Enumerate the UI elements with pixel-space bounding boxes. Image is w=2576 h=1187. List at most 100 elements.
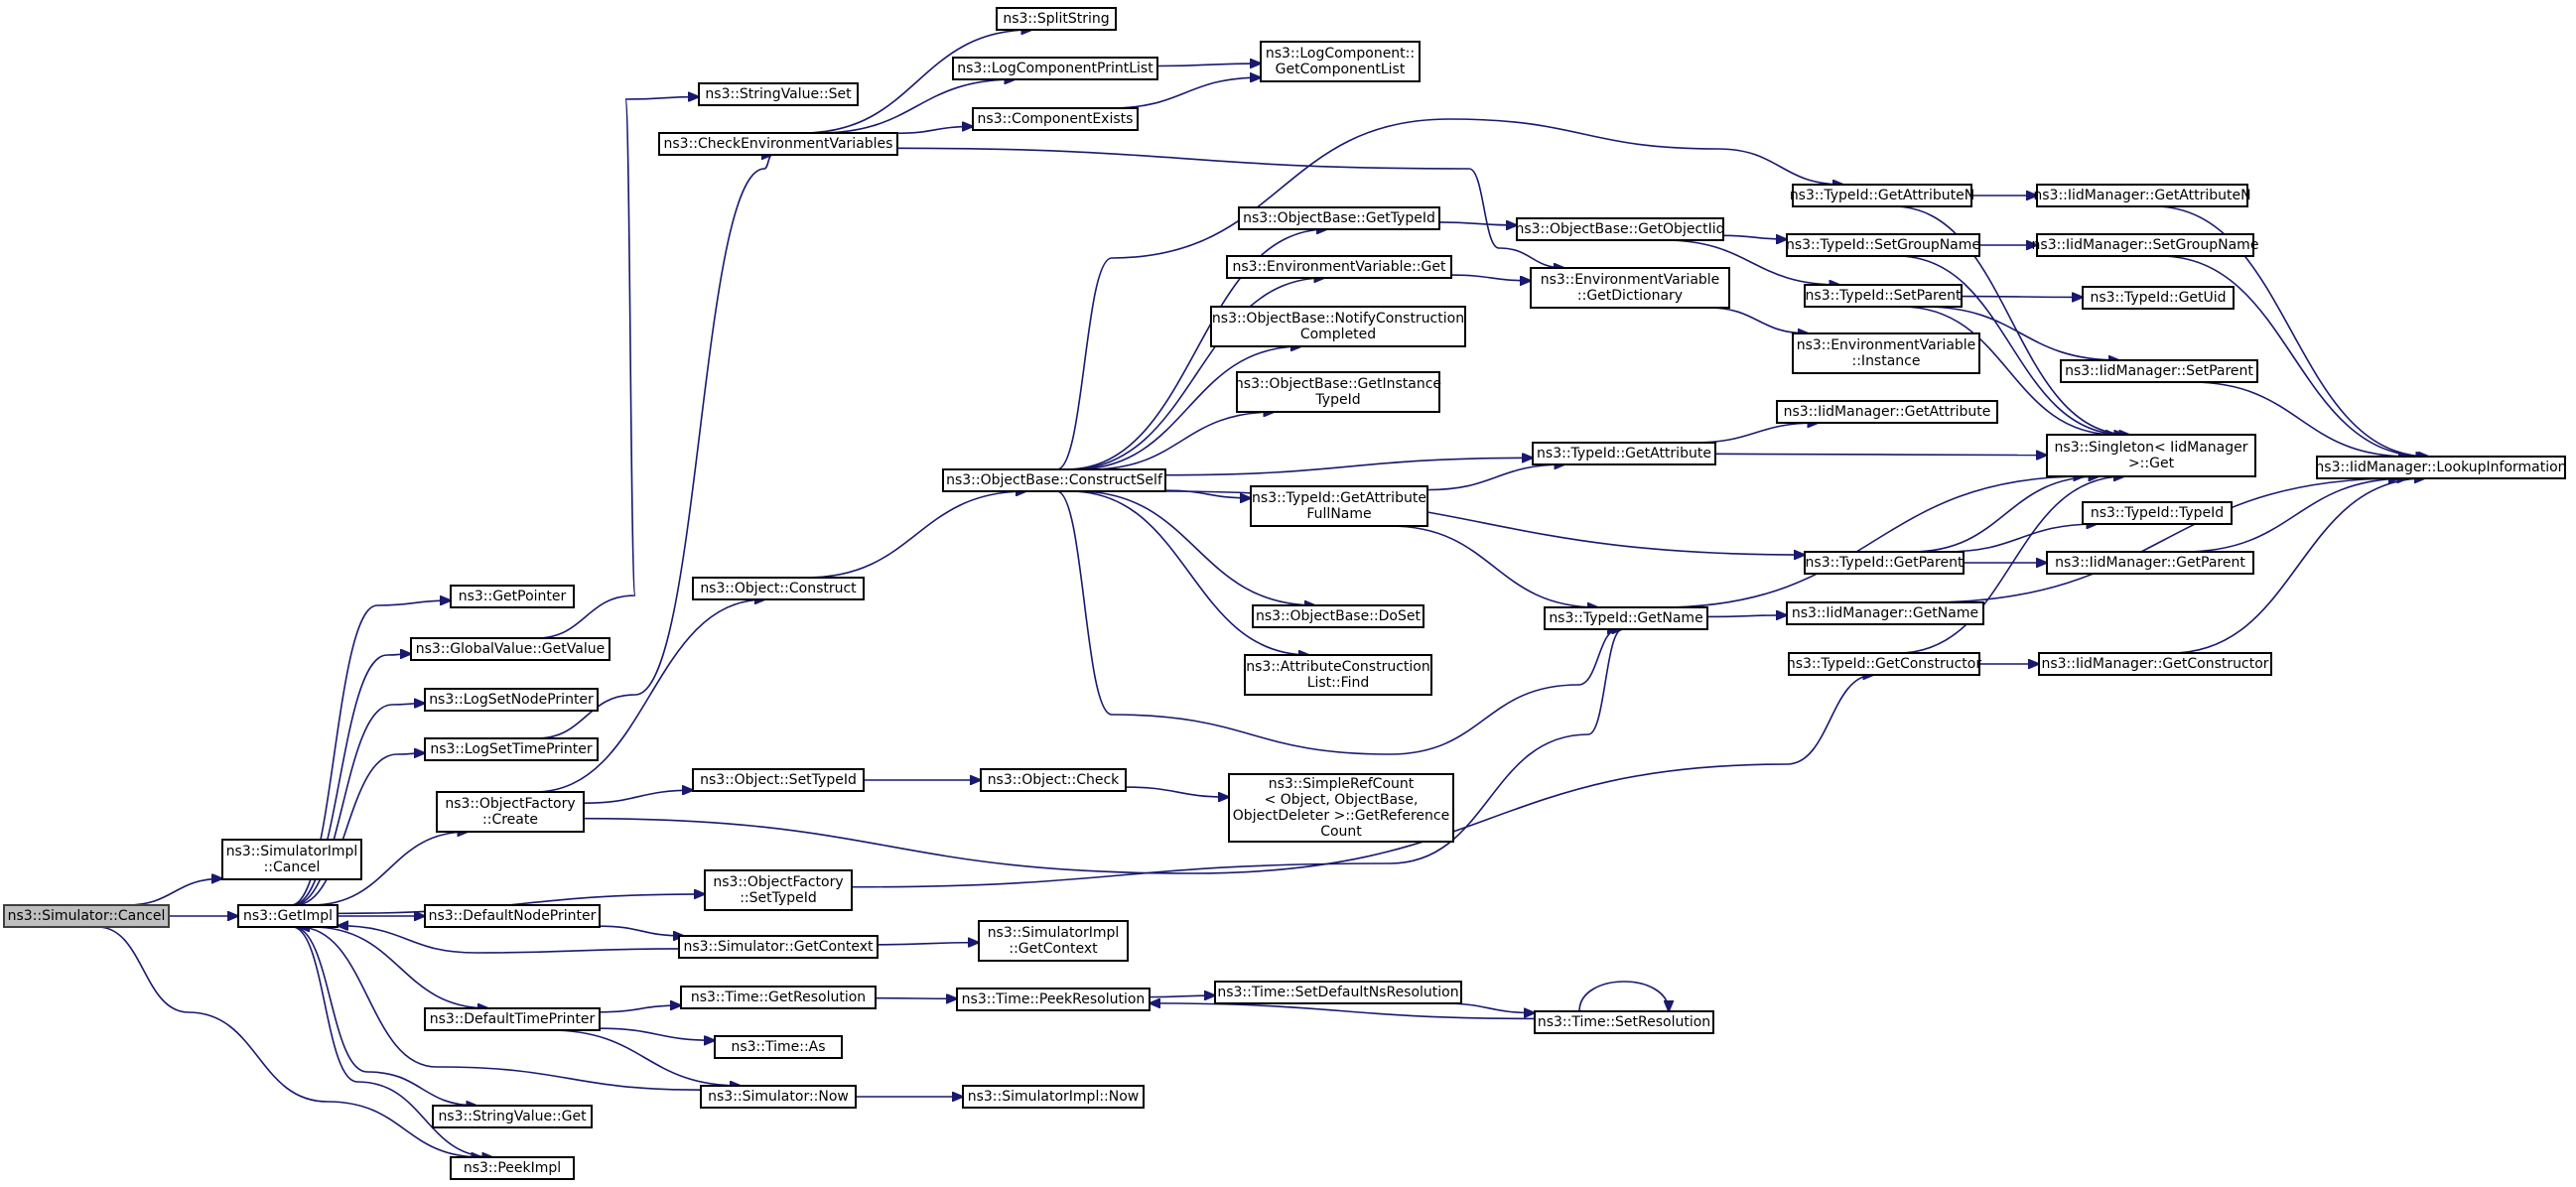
node-simulator-getcontext[interactable]: ns3::Simulator::GetContext: [678, 935, 879, 959]
node-box: [1804, 284, 1963, 308]
edge-checkenvironmentvariables-to-environmentvariable-getdictionary: [896, 147, 1564, 268]
node-simulatorimpl-cancel[interactable]: ns3::SimulatorImpl::Cancel: [221, 839, 362, 880]
node-componentexists[interactable]: ns3::ComponentExists: [972, 107, 1139, 131]
node-stringvalue-set[interactable]: ns3::StringValue::Set: [698, 82, 859, 106]
node-label: ns3::Time::GetResolution: [691, 989, 866, 1005]
node-peekimpl[interactable]: ns3::PeekImpl: [450, 1156, 575, 1180]
node-time-setresolution[interactable]: ns3::Time::SetResolution: [1534, 1010, 1714, 1034]
node-objectbase-doset[interactable]: ns3::ObjectBase::DoSet: [1252, 604, 1424, 628]
edge-time-setdefaultnsresolution-to-time-setresolution: [1442, 1002, 1535, 1013]
node-label: ns3::DefaultNodePrinter: [429, 908, 597, 924]
node-label: >::Get: [2128, 456, 2175, 471]
edge-objectbase-constructself-to-typeid-getattributen: [1056, 118, 1843, 470]
node-label: ns3::TypeId::GetUid: [2090, 290, 2226, 306]
node-objectbase-notifyconstructioncompleted[interactable]: ns3::ObjectBase::NotifyConstructionCompl…: [1210, 306, 1466, 347]
node-object-construct[interactable]: ns3::Object::Construct: [692, 577, 865, 600]
node-iidmanager-getattributen[interactable]: ns3::IidManager::GetAttributeN: [2033, 184, 2251, 207]
node-box: [1252, 604, 1424, 628]
edge-simulator-now-to-getimpl: [299, 927, 702, 1091]
node-iidmanager-lookupinformation[interactable]: ns3::IidManager::LookupInformation: [2315, 456, 2567, 479]
node-box: [1776, 400, 1998, 424]
node-objectbase-getobjectiid[interactable]: ns3::ObjectBase::GetObjectIid: [1515, 217, 1725, 241]
edge-typeid-getattribute-to-iidmanager-getattribute: [1693, 423, 1818, 444]
node-object-check[interactable]: ns3::Object::Check: [980, 768, 1127, 792]
node-time-getresolution[interactable]: ns3::Time::GetResolution: [680, 986, 877, 1009]
node-logsetnodeprinter[interactable]: ns3::LogSetNodePrinter: [424, 688, 599, 712]
node-iidmanager-setparent[interactable]: ns3::IidManager::SetParent: [2060, 359, 2258, 383]
node-simplerefcount-getreferencecount[interactable]: ns3::SimpleRefCount< Object, ObjectBase,…: [1228, 773, 1454, 843]
node-typeid-getparent[interactable]: ns3::TypeId::GetParent: [1804, 551, 1965, 575]
node-box: [2046, 551, 2254, 575]
node-objectbase-gettypeid[interactable]: ns3::ObjectBase::GetTypeId: [1238, 206, 1440, 230]
node-box: [1260, 41, 1421, 82]
edge-checkenvironmentvariables-to-componentexists: [896, 126, 973, 135]
edge-objectfactory-create-to-typeid-getconstructor: [583, 675, 1873, 874]
node-box: [410, 637, 610, 661]
node-environmentvariable-instance[interactable]: ns3::EnvironmentVariable::Instance: [1792, 332, 1980, 374]
node-objectfactory-settypeid[interactable]: ns3::ObjectFactory::SetTypeId: [704, 869, 853, 911]
node-object-settypeid[interactable]: ns3::Object::SetTypeId: [692, 768, 865, 792]
node-checkenvironmentvariables[interactable]: ns3::CheckEnvironmentVariables: [658, 132, 898, 156]
edge-typeid-setparent-to-iidmanager-setparent: [1923, 306, 2119, 360]
node-globalvalue-getvalue[interactable]: ns3::GlobalValue::GetValue: [410, 637, 610, 661]
node-defaulttimeprinter[interactable]: ns3::DefaultTimePrinter: [424, 1007, 601, 1031]
node-box: [698, 82, 859, 106]
node-box: [956, 988, 1151, 1011]
node-simulatorimpl-now[interactable]: ns3::SimulatorImpl::Now: [962, 1085, 1145, 1109]
node-getpointer[interactable]: ns3::GetPointer: [450, 585, 575, 608]
node-simulator-cancel[interactable]: ns3::Simulator::Cancel: [3, 904, 170, 928]
node-typeid-setparent[interactable]: ns3::TypeId::SetParent: [1804, 284, 1963, 308]
node-typeid-getattributen[interactable]: ns3::TypeId::GetAttributeN: [1790, 184, 1974, 207]
node-typeid-getconstructor[interactable]: ns3::TypeId::GetConstructor: [1787, 652, 1981, 676]
node-iidmanager-getconstructor[interactable]: ns3::IidManager::GetConstructor: [2038, 652, 2272, 676]
node-time-peekresolution[interactable]: ns3::Time::PeekResolution: [956, 988, 1151, 1011]
edge-checkenvironmentvariables-to-splitstring: [802, 30, 1031, 134]
node-label: ns3::StringValue::Set: [705, 86, 852, 102]
node-defaultnodeprinter[interactable]: ns3::DefaultNodePrinter: [424, 904, 601, 928]
node-box: [704, 869, 853, 911]
node-label: ns3::ObjectBase::GetTypeId: [1243, 210, 1435, 226]
edge-getimpl-to-objectfactory-create: [311, 832, 468, 906]
node-label: ns3::Simulator::GetContext: [683, 939, 874, 955]
edge-objectfactory-create-to-object-construct: [533, 599, 765, 793]
node-box: [1792, 184, 1972, 207]
node-box: [2316, 456, 2566, 479]
node-typeid-setgroupname[interactable]: ns3::TypeId::SetGroupName: [1786, 233, 1980, 257]
node-getimpl[interactable]: ns3::GetImpl: [237, 904, 339, 928]
node-singleton-iidmanager-get[interactable]: ns3::Singleton< IidManager>::Get: [2046, 434, 2256, 477]
edge-object-construct-to-objectbase-constructself: [806, 491, 1026, 579]
node-box: [432, 1105, 593, 1128]
node-label: ::SetTypeId: [740, 890, 817, 906]
node-label: ns3::LogComponentPrintList: [957, 61, 1153, 76]
node-iidmanager-getattribute[interactable]: ns3::IidManager::GetAttribute: [1776, 400, 1998, 424]
node-logsettimeprinter[interactable]: ns3::LogSetTimePrinter: [424, 737, 599, 761]
node-box: [692, 768, 865, 792]
node-typeid-getname[interactable]: ns3::TypeId::GetName: [1544, 606, 1708, 630]
node-iidmanager-setgroupname[interactable]: ns3::IidManager::SetGroupName: [2032, 233, 2259, 257]
node-logcomponent-getcomponentlist[interactable]: ns3::LogComponent::GetComponentList: [1260, 41, 1421, 82]
node-time-setdefaultnsresolution[interactable]: ns3::Time::SetDefaultNsResolution: [1214, 981, 1462, 1004]
node-label: ns3::CheckEnvironmentVariables: [664, 136, 893, 152]
node-box: [1788, 652, 1980, 676]
node-stringvalue-get[interactable]: ns3::StringValue::Get: [432, 1105, 593, 1128]
node-typeid-getattribute[interactable]: ns3::TypeId::GetAttribute: [1532, 442, 1716, 465]
node-splitstring[interactable]: ns3::SplitString: [996, 7, 1117, 31]
node-simulator-now[interactable]: ns3::Simulator::Now: [700, 1085, 857, 1109]
node-objectbase-constructself[interactable]: ns3::ObjectBase::ConstructSelf: [942, 468, 1166, 492]
node-box: [1244, 654, 1432, 696]
node-simulatorimpl-getcontext[interactable]: ns3::SimulatorImpl::GetContext: [978, 920, 1129, 962]
node-iidmanager-getname[interactable]: ns3::IidManager::GetName: [1786, 601, 1984, 625]
node-typeid-typeid[interactable]: ns3::TypeId::TypeId: [2082, 501, 2233, 525]
node-environmentvariable-getdictionary[interactable]: ns3::EnvironmentVariable::GetDictionary: [1530, 267, 1730, 309]
node-label: ns3::ComponentExists: [978, 111, 1134, 127]
node-iidmanager-getparent[interactable]: ns3::IidManager::GetParent: [2046, 551, 2254, 575]
node-logcomponentprintlist[interactable]: ns3::LogComponentPrintList: [952, 57, 1158, 80]
node-environmentvariable-get[interactable]: ns3::EnvironmentVariable::Get: [1226, 255, 1452, 279]
node-objectfactory-create[interactable]: ns3::ObjectFactory::Create: [436, 791, 585, 833]
node-box: [237, 904, 339, 928]
node-time-as[interactable]: ns3::Time::As: [714, 1035, 843, 1059]
node-typeid-getuid[interactable]: ns3::TypeId::GetUid: [2082, 286, 2235, 310]
